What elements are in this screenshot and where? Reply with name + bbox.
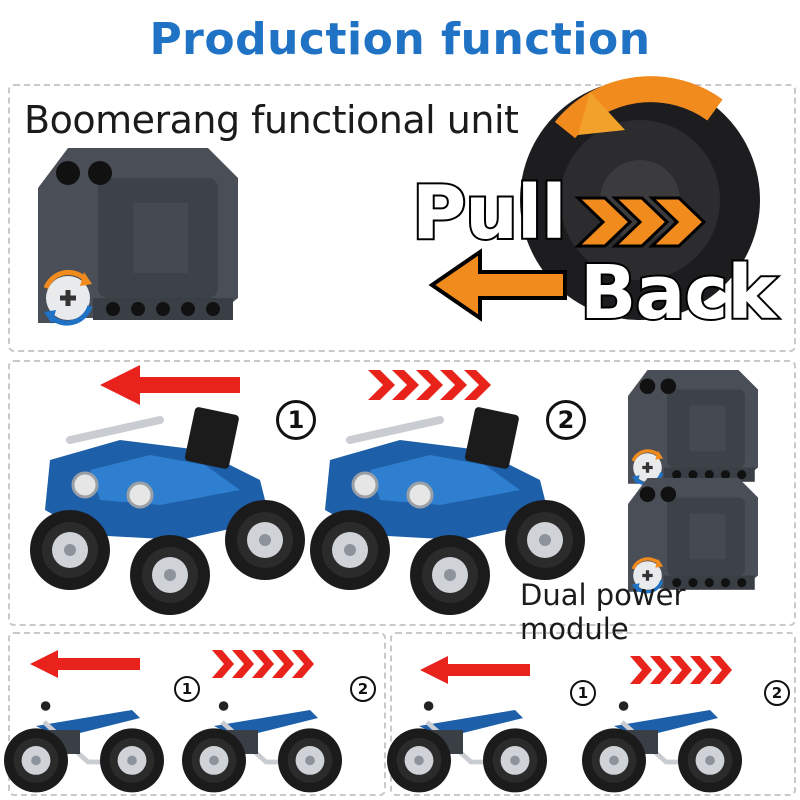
step-badge-1: 1 (174, 676, 200, 702)
red-left-arrow-small-icon (420, 656, 530, 684)
quad-vehicle-1 (30, 406, 305, 615)
step-badge-1: 1 (276, 400, 316, 440)
dual-module-2 (626, 476, 760, 595)
red-chevrons-small-icon (212, 650, 314, 678)
page-title: Production function (149, 14, 651, 65)
dual-power-label: Dual power module (520, 578, 686, 646)
left-arrow-icon (428, 248, 567, 322)
trike-1 (387, 701, 547, 792)
red-chevrons-icon (368, 370, 491, 400)
boomerang-module (38, 148, 238, 324)
step-badge-2: 2 (764, 680, 790, 706)
motorbike-1 (4, 701, 164, 792)
step-badge-1: 1 (570, 680, 596, 706)
red-left-arrow-icon (100, 365, 240, 405)
red-left-arrow-small-icon (30, 650, 140, 678)
unit-label: Boomerang functional unit (24, 98, 519, 142)
step-badge-2: 2 (546, 400, 586, 440)
trike-2 (582, 701, 742, 792)
pull-label: Pull (410, 168, 569, 258)
dual-module-1 (626, 368, 760, 487)
chevron-arrows-icon (574, 196, 707, 248)
step-badge-2: 2 (350, 676, 376, 702)
back-label: Back (578, 248, 778, 338)
red-chevrons-small-icon (630, 656, 732, 684)
motorbike-2 (182, 701, 342, 792)
